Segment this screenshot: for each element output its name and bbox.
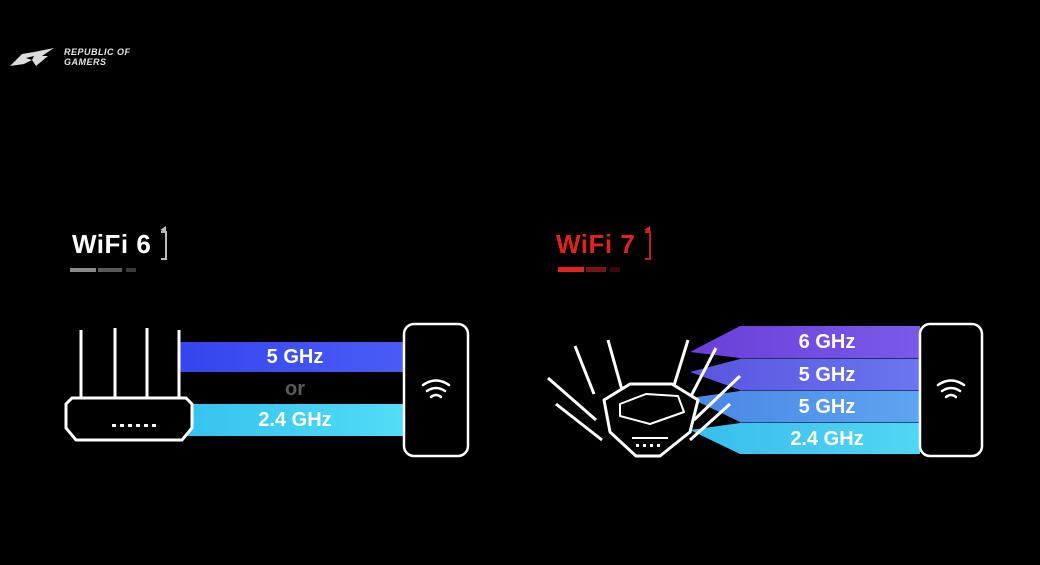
wifi7-underline-mid — [586, 267, 606, 272]
wifi7-corner — [644, 226, 650, 232]
rog-logo: REPUBLIC OF GAMERS — [8, 44, 168, 74]
wifi-signal-icon — [936, 379, 966, 399]
wifi7-band-24ghz-ribbon — [690, 423, 920, 454]
phone-icon — [402, 322, 470, 458]
wifi6-band-24ghz-ribbon — [180, 404, 406, 436]
router-icon — [64, 328, 194, 442]
wifi-signal-icon — [421, 379, 451, 399]
wifi7-band-5ghz-b-ribbon — [690, 391, 920, 422]
wifi6-underline-mid — [98, 268, 122, 272]
wifi7-band-label-5ghz-b: 5 GHz — [798, 396, 856, 418]
wifi6-or-label: or — [285, 378, 305, 400]
wifi6-band-label-24ghz: 2.4 GHz — [258, 409, 332, 431]
router-icon — [547, 339, 742, 458]
brand-text: REPUBLIC OF GAMERS — [64, 47, 131, 67]
wifi7-band-label-6ghz: 6 GHz — [798, 331, 856, 353]
wifi7-band-6ghz-ribbon — [690, 326, 920, 358]
wifi7-title: WiFi 7 — [556, 229, 636, 259]
wifi7-band-5ghz-a-ribbon — [690, 359, 920, 390]
wifi6-bracket — [161, 231, 167, 260]
wifi7-underline-end — [610, 267, 620, 272]
wifi6-title: WiFi 6 — [72, 229, 152, 259]
wifi6-underline-main — [70, 268, 96, 272]
wifi6-band-label-5ghz: 5 GHz — [266, 346, 324, 368]
wifi7-band-label-5ghz-a: 5 GHz — [798, 364, 856, 386]
wifi6-band-5ghz-ribbon — [180, 342, 406, 372]
rog-eye-icon — [10, 48, 54, 66]
wifi7-band-label-24ghz: 2.4 GHz — [790, 428, 864, 450]
wifi6-underline-end — [126, 268, 136, 272]
wifi6-corner — [160, 226, 166, 232]
wifi7-underline-main — [558, 267, 584, 272]
wifi7-bracket — [645, 231, 651, 260]
phone-icon — [918, 322, 984, 458]
